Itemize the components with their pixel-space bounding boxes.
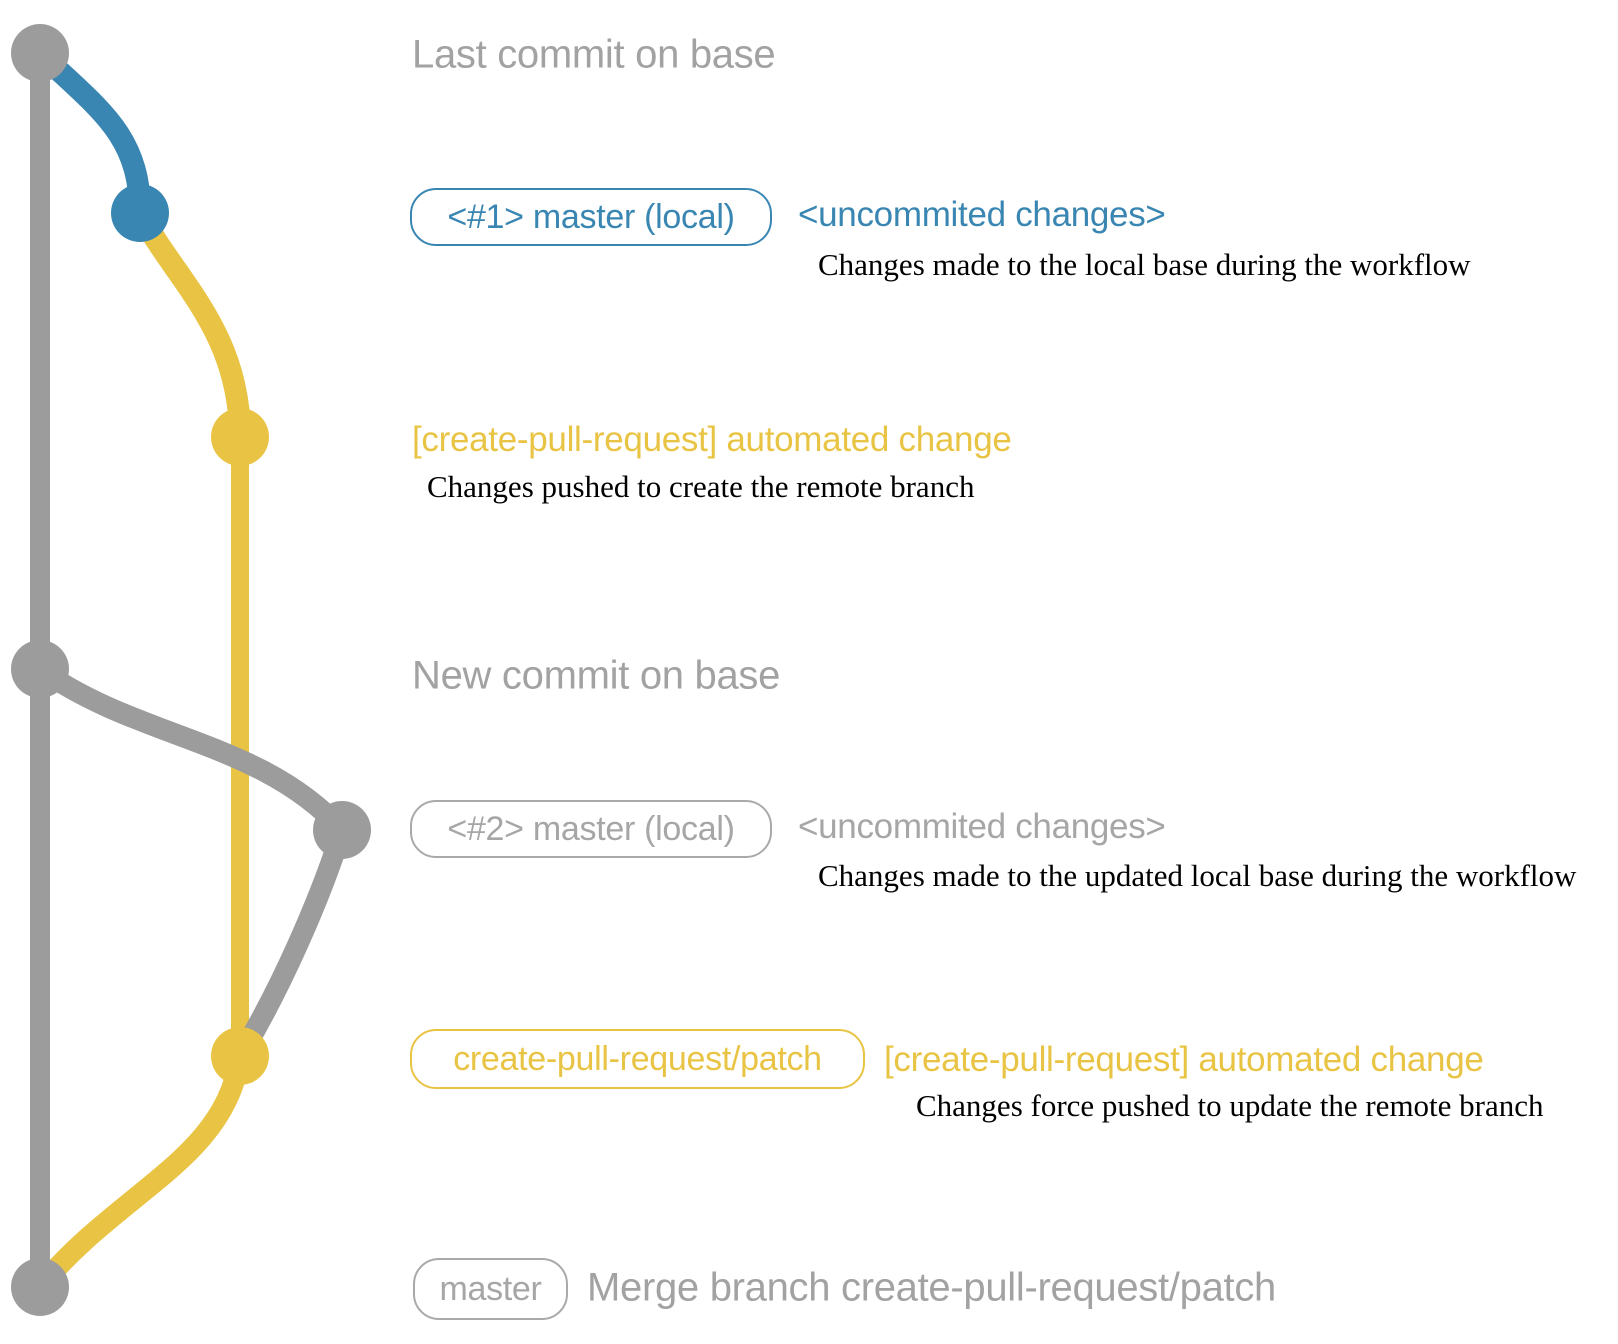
commit-remote-2 (211, 1027, 269, 1085)
edge-rebase-local-2 (33, 660, 354, 1062)
badge-create-pull-request-patch: create-pull-request/patch (410, 1029, 865, 1089)
heading-automated-change-2: [create-pull-request] automated change (884, 1040, 1484, 1079)
commit-local-1 (111, 184, 169, 242)
description-local-changes-1: Changes made to the local base during th… (818, 247, 1471, 282)
heading-uncommited-changes-2: <uncommited changes> (798, 807, 1166, 846)
commit-remote-1 (211, 408, 269, 466)
badge-master-local-2: <#2> master (local) (410, 800, 772, 858)
badge-master-local-1: <#1> master (local) (410, 188, 772, 246)
description-push-create: Changes pushed to create the remote bran… (427, 469, 975, 504)
badge-master: master (413, 1258, 568, 1320)
description-local-changes-2: Changes made to the updated local base d… (818, 858, 1577, 893)
commit-last-base (11, 24, 69, 82)
commit-local-2 (313, 801, 371, 859)
commit-graph (11, 24, 371, 1316)
commit-new-base (11, 640, 69, 698)
label-new-commit-on-base: New commit on base (412, 653, 781, 698)
heading-uncommited-changes-1: <uncommited changes> (798, 195, 1166, 234)
label-merge-branch: Merge branch create-pull-request/patch (587, 1265, 1276, 1310)
edge-merge-to-base (31, 1054, 251, 1294)
edge-push-to-remote (130, 207, 251, 438)
description-force-push: Changes force pushed to update the remot… (916, 1088, 1544, 1123)
commit-merge (11, 1258, 69, 1316)
label-last-commit-on-base: Last commit on base (412, 32, 776, 77)
heading-automated-change-1: [create-pull-request] automated change (412, 420, 1012, 459)
